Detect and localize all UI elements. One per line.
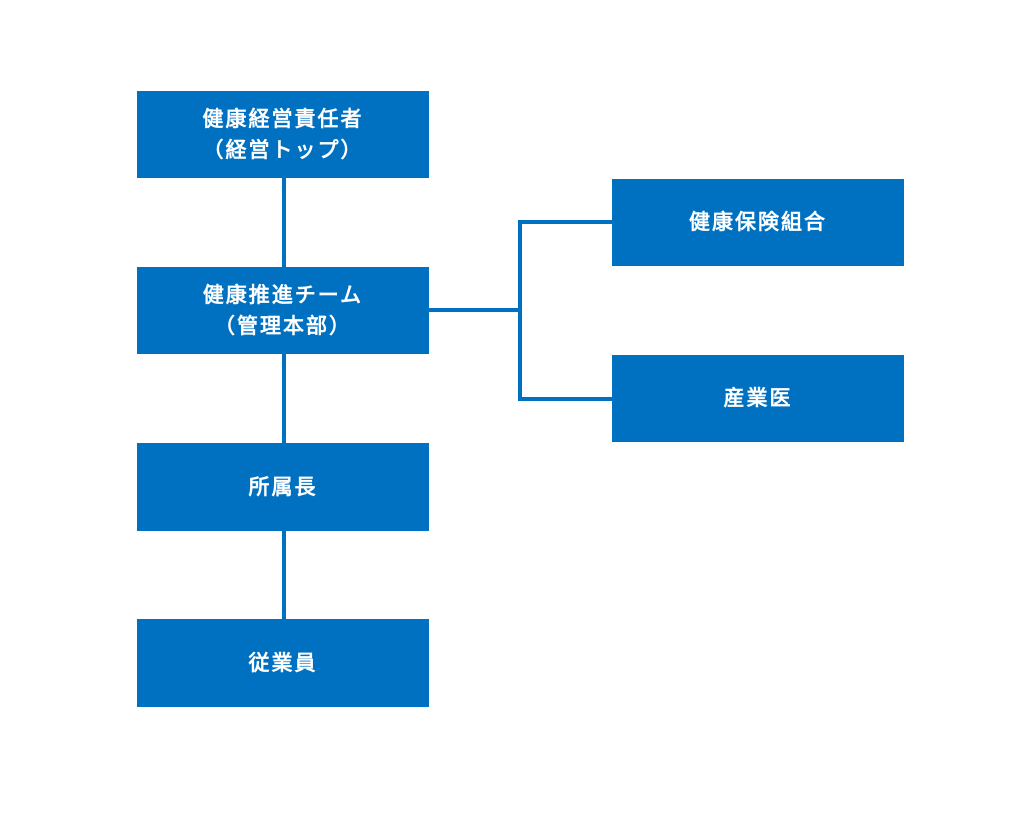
edge-branch-doctor	[518, 310, 612, 401]
node-executive-subtitle: （経営トップ）	[202, 137, 364, 162]
node-executive-title: 健康経営責任者	[202, 106, 364, 131]
node-occupational-physician-title: 産業医	[723, 386, 793, 410]
edge-branch-insurance	[518, 220, 612, 310]
node-employees-title: 従業員	[248, 650, 318, 675]
node-health-insurance: 健康保険組合	[612, 179, 904, 266]
node-occupational-physician: 産業医	[612, 355, 904, 442]
node-promotion-team: 健康推進チーム （管理本部）	[137, 267, 429, 354]
node-department-head: 所属長	[137, 443, 429, 531]
node-executive: 健康経営責任者 （経営トップ）	[137, 91, 429, 178]
node-health-insurance-title: 健康保険組合	[689, 210, 827, 234]
node-promotion-team-title: 健康推進チーム	[202, 282, 364, 307]
node-employees: 従業員	[137, 619, 429, 707]
node-promotion-team-subtitle: （管理本部）	[214, 313, 352, 338]
node-department-head-title: 所属長	[248, 474, 318, 499]
